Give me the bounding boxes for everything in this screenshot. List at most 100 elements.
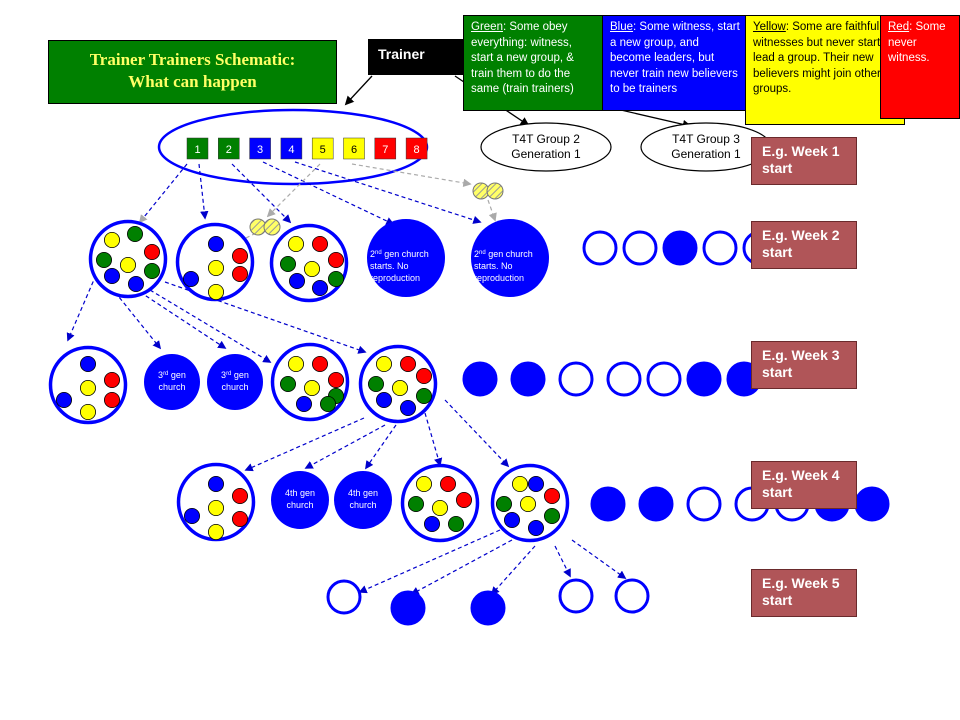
member-dot-green bbox=[407, 495, 424, 512]
trainee-number: 2 bbox=[226, 144, 232, 156]
member-dot-red bbox=[439, 475, 456, 492]
new-believer-circle bbox=[582, 230, 618, 266]
church-group bbox=[48, 345, 128, 425]
legend-red-text: : Some never witness. bbox=[888, 21, 946, 64]
svg-text:2nd gen church: 2nd gen church bbox=[370, 249, 429, 259]
new-believer-circle bbox=[686, 486, 722, 522]
member-dot-blue bbox=[183, 507, 200, 524]
member-dot-blue bbox=[207, 475, 224, 492]
member-dot-red bbox=[231, 247, 248, 264]
legend-red: Red: Some never witness. bbox=[880, 15, 960, 119]
new-believer-circle bbox=[702, 230, 738, 266]
member-dot-blue bbox=[528, 520, 545, 537]
new-group-circle bbox=[462, 361, 498, 397]
member-dot-yellow bbox=[512, 475, 529, 492]
member-dot-blue bbox=[503, 512, 520, 529]
new-believer-circle bbox=[606, 361, 642, 397]
member-dot-red bbox=[104, 391, 121, 408]
t4t-group-3-line2: Generation 1 bbox=[671, 147, 741, 161]
member-dot-yellow bbox=[520, 495, 537, 512]
member-dot-blue bbox=[375, 391, 392, 408]
new-group-circle bbox=[510, 361, 546, 397]
trainee-square-8: 8 bbox=[405, 137, 428, 160]
trainee-number: 3 bbox=[257, 144, 263, 156]
church-group bbox=[88, 219, 168, 299]
new-group-circle bbox=[470, 590, 506, 626]
trainee-square-6: 6 bbox=[343, 137, 365, 160]
trainee-number: 7 bbox=[382, 144, 388, 156]
member-dot-red bbox=[327, 251, 344, 268]
third-gen-church: 3rd gen church bbox=[207, 354, 263, 410]
multiplication-arrows bbox=[66, 161, 627, 596]
week-4-line2: start bbox=[762, 484, 793, 500]
legend-yellow-text: : Some are faithful witnesses but never … bbox=[753, 21, 894, 95]
church-group bbox=[490, 463, 570, 543]
new-believer-circle bbox=[614, 578, 650, 614]
svg-text:starts. No: starts. No bbox=[370, 261, 409, 271]
title-line-2: What can happen bbox=[128, 72, 257, 91]
member-dot-red bbox=[231, 487, 248, 504]
legend-blue: Blue: Some witness, start a new group, a… bbox=[602, 15, 748, 111]
member-dot-yellow bbox=[207, 499, 224, 516]
member-dot-yellow bbox=[287, 235, 304, 252]
week-3-label: E.g. Week 3 start bbox=[751, 341, 857, 389]
member-dot-red bbox=[311, 355, 328, 372]
member-dot-yellow bbox=[207, 259, 224, 276]
member-dot-green bbox=[327, 270, 344, 287]
svg-text:4th gen: 4th gen bbox=[348, 488, 378, 498]
week-2-label: E.g. Week 2 start bbox=[751, 221, 857, 269]
member-dot-blue bbox=[399, 399, 416, 416]
member-dot-yellow bbox=[287, 355, 304, 372]
church-group bbox=[358, 344, 438, 424]
member-dot-red bbox=[544, 487, 561, 504]
legend-green-term: Green bbox=[471, 21, 503, 33]
week-5-line2: start bbox=[762, 592, 793, 608]
member-dot-red bbox=[327, 371, 344, 388]
new-believer-circle bbox=[558, 361, 594, 397]
new-group-circle bbox=[686, 361, 722, 397]
trainee-number: 6 bbox=[351, 144, 357, 156]
trainee-number: 4 bbox=[288, 144, 294, 156]
week-1-line1: E.g. Week 1 bbox=[762, 143, 840, 159]
svg-text:starts. No: starts. No bbox=[474, 261, 513, 271]
member-dot-red bbox=[104, 371, 121, 388]
member-dot-blue bbox=[104, 267, 121, 284]
member-dot-red bbox=[231, 265, 248, 282]
svg-text:reproduction: reproduction bbox=[370, 273, 420, 283]
member-dot-red bbox=[415, 367, 432, 384]
new-group-circle bbox=[638, 486, 674, 522]
member-dot-blue bbox=[288, 272, 305, 289]
svg-text:3rd gen: 3rd gen bbox=[158, 370, 186, 380]
member-dot-blue bbox=[528, 475, 545, 492]
week-1-label: E.g. Week 1 start bbox=[751, 137, 857, 185]
member-dot-yellow bbox=[80, 403, 97, 420]
second-gen-church: 2nd gen church starts. No reproduction bbox=[367, 219, 445, 297]
legend-blue-term: Blue bbox=[610, 21, 634, 33]
member-dot-yellow bbox=[415, 475, 432, 492]
member-dot-green bbox=[279, 255, 296, 272]
new-believer-circle bbox=[558, 578, 594, 614]
new-believer-circle bbox=[646, 361, 682, 397]
week-3-line2: start bbox=[762, 364, 793, 380]
member-dot-yellow bbox=[80, 379, 97, 396]
church-group bbox=[270, 342, 350, 422]
svg-text:church: church bbox=[221, 382, 248, 392]
church-group bbox=[400, 463, 480, 543]
week-3-line1: E.g. Week 3 bbox=[762, 347, 840, 363]
member-dot-green bbox=[96, 251, 113, 268]
legend-yellow: Yellow: Some are faithful witnesses but … bbox=[745, 15, 905, 125]
week-4-line1: E.g. Week 4 bbox=[762, 467, 840, 483]
title-line-1: Trainer Trainers Schematic: bbox=[89, 50, 296, 69]
non-starter-believers bbox=[249, 182, 504, 236]
svg-text:3rd gen: 3rd gen bbox=[221, 370, 249, 380]
svg-text:reproduction: reproduction bbox=[474, 273, 524, 283]
trainee-square-7: 7 bbox=[374, 137, 397, 160]
trainee-square-3: 3 bbox=[249, 137, 271, 160]
svg-text:4th gen: 4th gen bbox=[285, 488, 315, 498]
member-dot-green bbox=[143, 262, 160, 279]
